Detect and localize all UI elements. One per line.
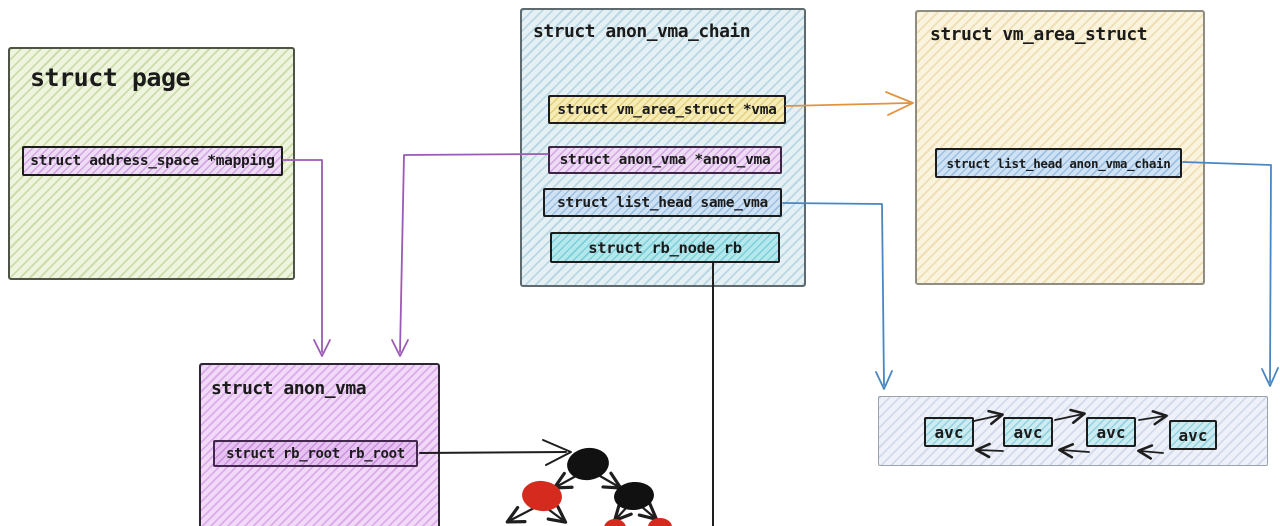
rb-tree-node-right-black [614, 481, 654, 511]
rb-tree-edges [505, 471, 659, 524]
struct-vm-area-struct-title: struct vm_area_struct [930, 24, 1148, 45]
field-vma-pointer: struct vm_area_struct *vma [548, 95, 786, 124]
struct-page-title: struct page [30, 63, 191, 92]
struct-anon-vma-chain-box: struct anon_vma_chain struct vm_area_str… [520, 8, 806, 287]
rb-tree [505, 447, 672, 526]
field-anon-vma-pointer: struct anon_vma *anon_vma [548, 146, 782, 174]
field-anon-vma-chain-list-head: struct list_head anon_vma_chain [935, 148, 1182, 178]
avc-node-3: avc [1086, 417, 1136, 447]
field-same-vma: struct list_head same_vma [543, 188, 782, 217]
avc-node-4: avc [1169, 420, 1217, 450]
avc-node-1: avc [924, 417, 974, 447]
field-address-space-mapping: struct address_space *mapping [22, 146, 283, 176]
arrow-rb-root-to-tree [419, 439, 572, 466]
avc-node-2: avc [1003, 417, 1053, 447]
struct-anon-vma-box: struct anon_vma struct rb_root rb_root [199, 363, 440, 526]
rb-tree-node-leaf-red-1 [604, 519, 626, 526]
avc-list-container: avc avc avc avc [878, 396, 1268, 466]
field-rb-node: struct rb_node rb [550, 232, 780, 263]
struct-anon-vma-chain-title: struct anon_vma_chain [533, 21, 751, 42]
struct-vm-area-struct-box: struct vm_area_struct struct list_head a… [915, 10, 1205, 285]
rb-tree-node-leaf-red-2 [648, 518, 672, 526]
struct-page-box: struct page struct address_space *mappin… [8, 47, 295, 280]
rb-tree-node-root-black [567, 447, 609, 481]
rb-tree-node-left-red [522, 480, 562, 512]
field-rb-root: struct rb_root rb_root [213, 440, 418, 467]
struct-anon-vma-title: struct anon_vma [211, 378, 367, 399]
